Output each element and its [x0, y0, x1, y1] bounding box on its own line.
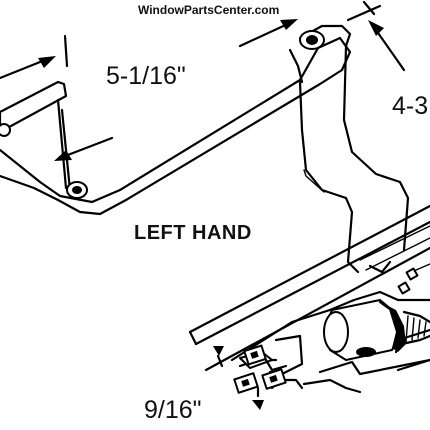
arrowhead-nine-sixteenths-bottom: [252, 400, 264, 410]
arrowhead-nine-sixteenths-top: [213, 346, 224, 356]
side-dimension-label: 4-3: [392, 92, 428, 120]
arrowhead-right: [368, 20, 384, 36]
watermark-text: WindowPartsCenter.com: [138, 3, 279, 17]
arrowhead-top: [280, 19, 298, 30]
arrowhead-upper-left: [38, 56, 56, 68]
link-arm: [298, 44, 410, 274]
arm-pivot-hole-left: [0, 123, 11, 137]
bracket-dimension-label: 9/16": [144, 396, 202, 424]
arm-length-label: 5-1/16": [106, 62, 186, 90]
worm-gear-stud: [323, 299, 430, 361]
hand-label: LEFT HAND: [134, 222, 252, 244]
dimension-marks: [0, 0, 406, 410]
arrowhead-lower-left: [54, 150, 72, 161]
operator-arm: [0, 24, 352, 216]
mounting-tabs: [233, 344, 288, 394]
